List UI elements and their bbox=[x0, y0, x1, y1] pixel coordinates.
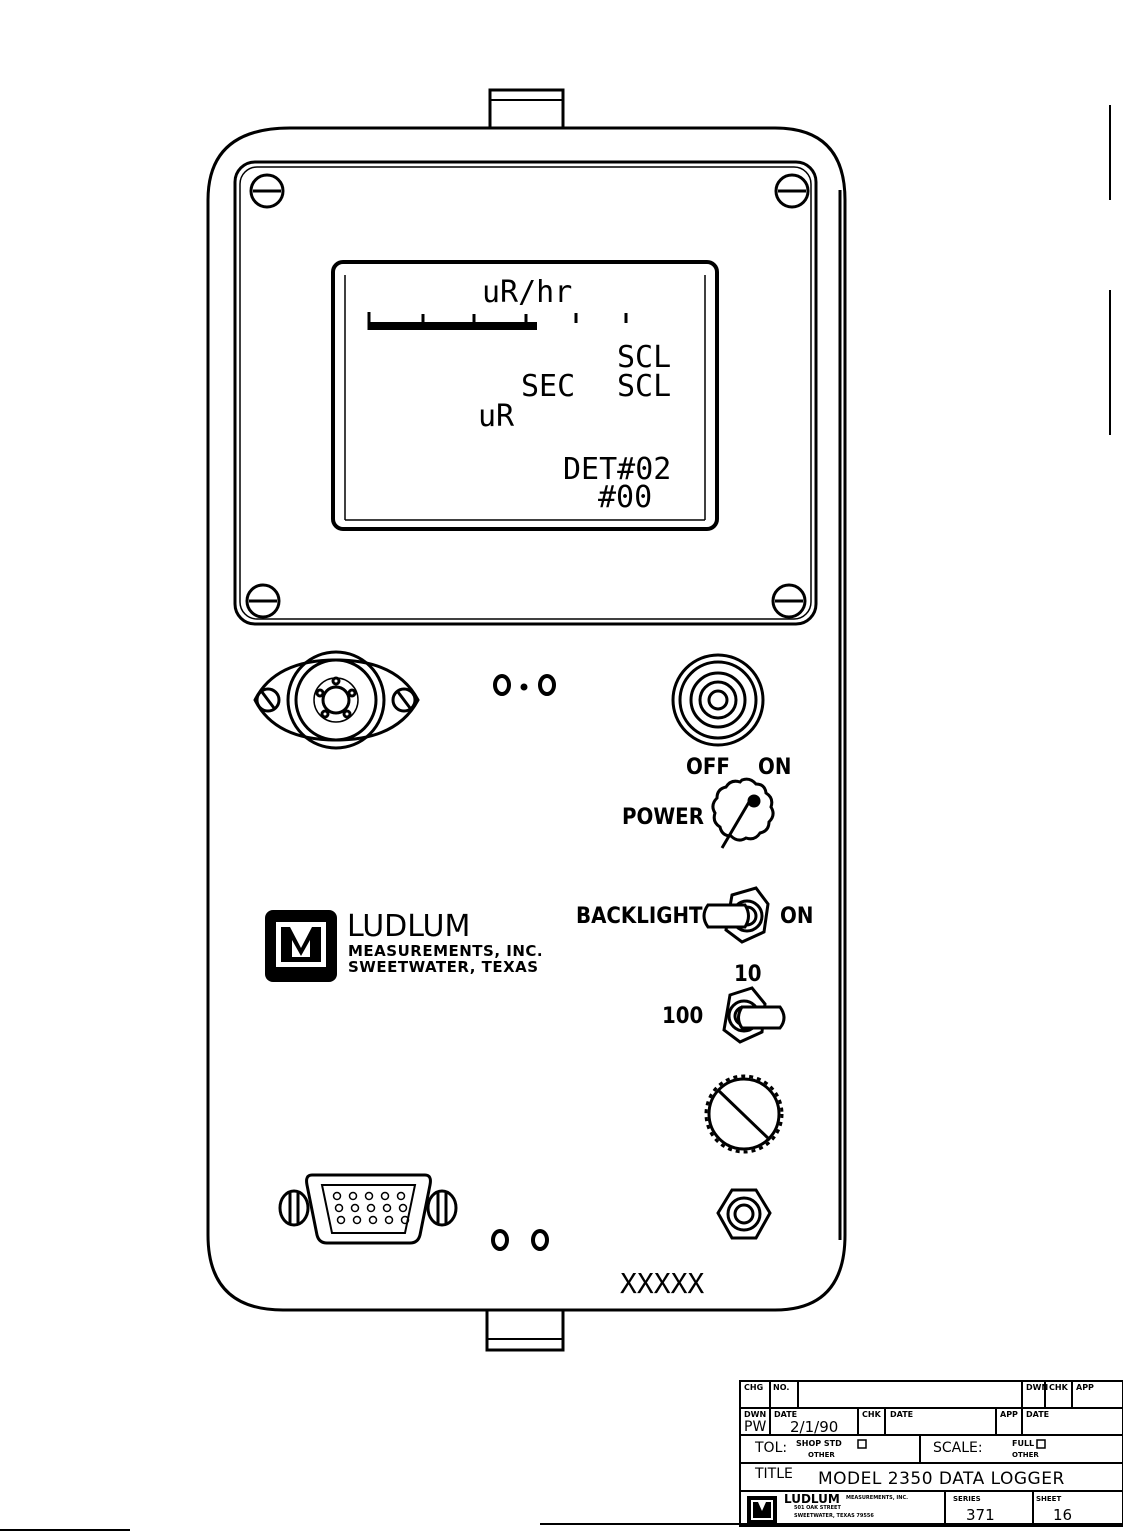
tb-app: APP bbox=[1000, 1410, 1018, 1419]
tb-series: 371 bbox=[966, 1506, 995, 1524]
power-on-label: ON bbox=[758, 755, 792, 780]
lcd-ur: uR bbox=[478, 399, 515, 434]
power-off-label: OFF bbox=[686, 755, 730, 780]
range-100-label: 100 bbox=[662, 1004, 704, 1029]
lcd-scl-2: SCL bbox=[617, 369, 672, 404]
hex-connector-icon[interactable] bbox=[716, 1188, 772, 1240]
tb-other: OTHER bbox=[808, 1451, 835, 1459]
tb-app-h: APP bbox=[1076, 1383, 1094, 1392]
indicator-holes bbox=[491, 674, 556, 1251]
lcd-detector: DET#02 bbox=[563, 452, 672, 487]
ludlum-logo-icon bbox=[265, 910, 337, 982]
logo-line-1: MEASUREMENTS, INC. bbox=[348, 942, 544, 960]
backlight-toggle-icon[interactable] bbox=[702, 886, 770, 944]
backlight-on-label: ON bbox=[780, 904, 814, 929]
bottom-handle bbox=[485, 1308, 565, 1352]
range-10-label: 10 bbox=[734, 962, 762, 987]
title-block-logo-icon bbox=[747, 1496, 777, 1524]
display-faceplate bbox=[233, 160, 818, 626]
tb-dwn-h: DWN bbox=[1026, 1383, 1049, 1392]
tb-company: LUDLUM bbox=[784, 1492, 840, 1506]
instrument-case bbox=[206, 126, 847, 1312]
db15-connector-icon bbox=[278, 1173, 458, 1245]
bnc-connector-icon bbox=[671, 653, 765, 747]
tb-date-h: DATE bbox=[774, 1410, 798, 1419]
tb-address: 501 OAK STREET bbox=[794, 1505, 841, 1511]
tb-chg: CHG bbox=[744, 1383, 764, 1392]
title-block-grid bbox=[739, 1380, 1123, 1527]
top-handle bbox=[488, 88, 565, 130]
lcd-window bbox=[331, 260, 719, 531]
bar-graph bbox=[367, 312, 628, 330]
tb-other-2: OTHER bbox=[1012, 1451, 1039, 1459]
tb-chk-h: CHK bbox=[1049, 1383, 1068, 1392]
tb-sheet: 16 bbox=[1053, 1506, 1073, 1524]
lcd-scl-1: SCL bbox=[617, 340, 672, 375]
power-label: POWER bbox=[622, 805, 704, 830]
mil-connector-icon bbox=[253, 650, 420, 750]
tb-tol: TOL: bbox=[755, 1440, 788, 1456]
backlight-label: BACKLIGHT bbox=[576, 904, 703, 929]
lcd-number: #00 bbox=[598, 480, 653, 515]
tb-chk-date: DATE bbox=[890, 1410, 914, 1419]
serial-number: XXXXX bbox=[620, 1267, 705, 1300]
logo-line-2: SWEETWATER, TEXAS bbox=[348, 958, 539, 976]
tb-dwn-name: PW bbox=[744, 1419, 767, 1435]
tb-city: SWEETWATER, TEXAS 79556 bbox=[794, 1513, 874, 1519]
lcd-unit-label: uR/hr bbox=[482, 275, 573, 310]
tb-app-date: DATE bbox=[1026, 1410, 1050, 1419]
lcd-sec: SEC bbox=[521, 369, 576, 404]
tb-scale: SCALE: bbox=[933, 1440, 983, 1456]
tb-sheet-h: SHEET bbox=[1036, 1495, 1062, 1503]
tb-no: NO. bbox=[773, 1383, 790, 1392]
cal-knob-icon[interactable] bbox=[704, 1074, 784, 1154]
power-knob-icon[interactable] bbox=[711, 777, 775, 849]
tb-title-label: TITLE bbox=[755, 1466, 793, 1482]
screw-icon bbox=[245, 173, 810, 619]
tb-shop-std: SHOP STD bbox=[796, 1439, 842, 1448]
tb-title: MODEL 2350 DATA LOGGER bbox=[818, 1469, 1065, 1489]
tb-date: 2/1/90 bbox=[790, 1418, 839, 1436]
tb-series-h: SERIES bbox=[953, 1495, 981, 1503]
tb-chk: CHK bbox=[862, 1410, 881, 1419]
tb-dwn: DWN bbox=[744, 1410, 767, 1419]
range-toggle-icon[interactable] bbox=[722, 986, 786, 1044]
logo-name: LUDLUM bbox=[347, 909, 471, 944]
tb-company-small: MEASUREMENTS, INC. bbox=[846, 1495, 909, 1501]
tb-full: FULL bbox=[1012, 1439, 1035, 1448]
